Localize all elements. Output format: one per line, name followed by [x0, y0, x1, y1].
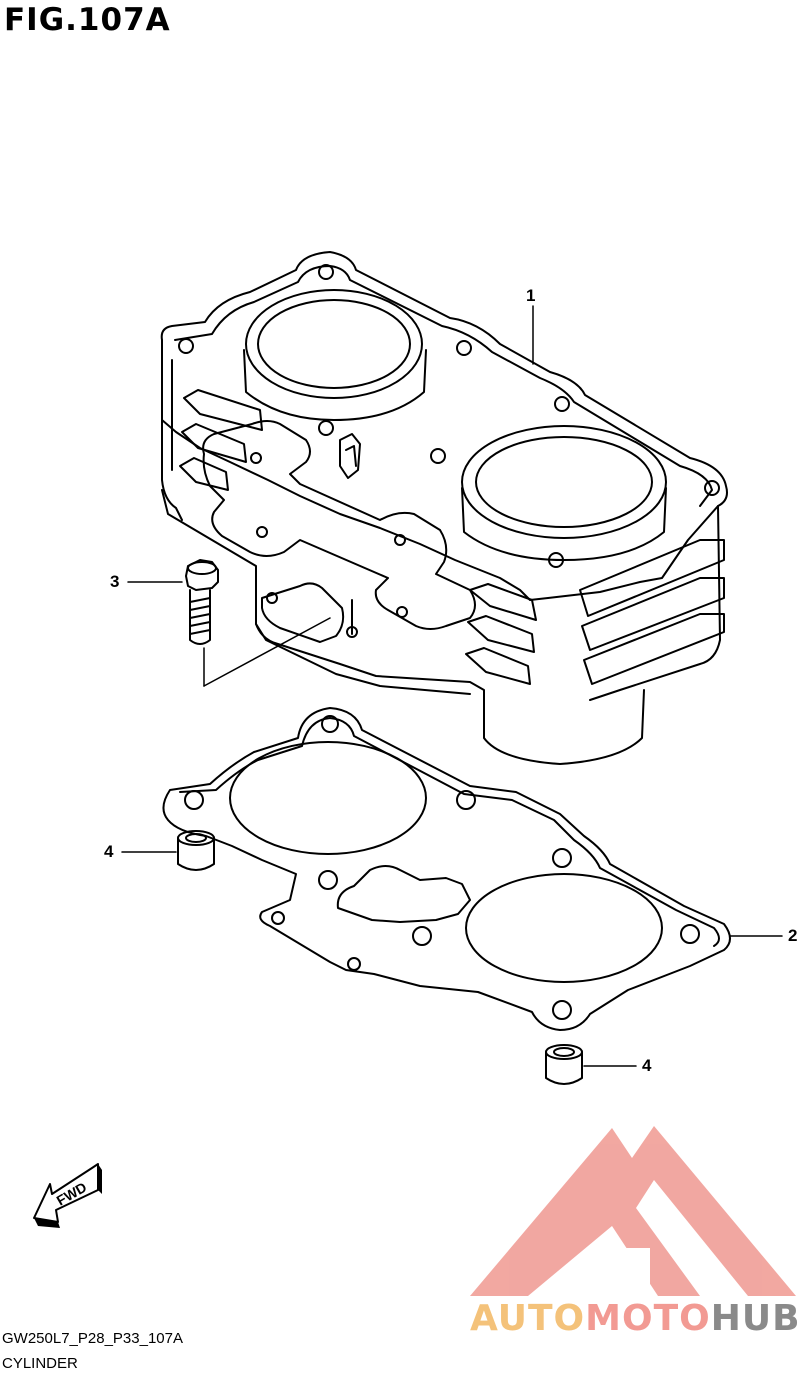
- callout-1: 1: [526, 286, 536, 305]
- bolt[interactable]: [185, 559, 219, 645]
- watermark-text: AUTOMOTOHUB: [470, 1298, 800, 1339]
- callout-4-right: 4: [642, 1056, 652, 1075]
- callout-4-left: 4: [104, 842, 114, 861]
- callout-2: 2: [788, 926, 798, 945]
- cylinder-head-gasket[interactable]: [162, 707, 731, 1031]
- figure-code: GW250L7_P28_P33_107A: [2, 1330, 183, 1347]
- figure-title: FIG.107A: [4, 2, 171, 38]
- watermark-hub: HUB: [710, 1298, 800, 1339]
- cylinder-block[interactable]: [160, 251, 728, 765]
- dowel-pin-right[interactable]: [545, 1044, 583, 1085]
- callout-3: 3: [110, 572, 120, 591]
- watermark-auto: AUTO: [470, 1298, 586, 1339]
- figure-name: CYLINDER: [2, 1355, 78, 1372]
- forward-arrow-icon: FWD: [33, 1163, 102, 1228]
- watermark-moto: MOTO: [585, 1298, 711, 1339]
- watermark-logo-icon: [470, 1126, 796, 1296]
- dowel-pin-left[interactable]: [177, 830, 215, 871]
